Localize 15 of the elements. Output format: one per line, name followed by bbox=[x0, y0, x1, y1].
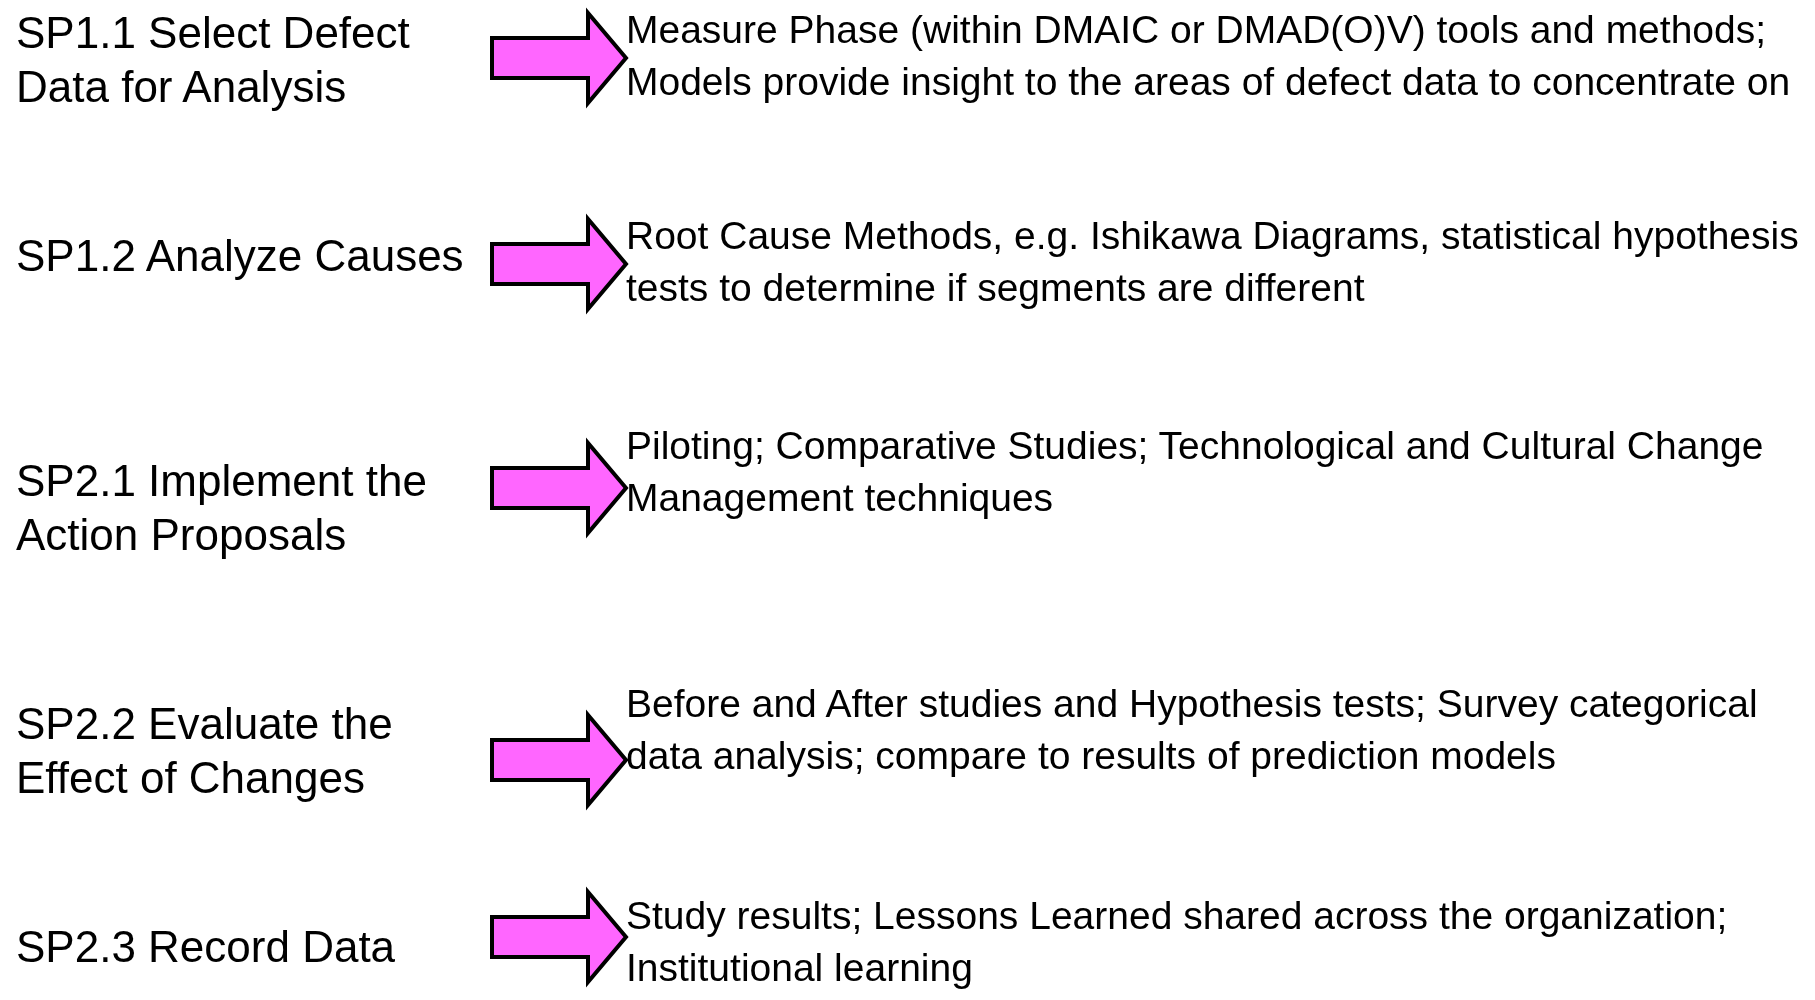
block-arrow bbox=[490, 709, 629, 811]
method-description: Piloting; Comparative Studies; Technological and Cultural Change Management techniques bbox=[626, 420, 1811, 524]
method-description: Root Cause Methods, e.g. Ishikawa Diagrams, statistical hypothesis tests to determine if segments are different bbox=[626, 210, 1811, 314]
method-description: Measure Phase (within DMAIC or DMAD(O)V) tools and methods; Models provide insight to the areas of defect data to concentrate on bbox=[626, 4, 1811, 108]
method-description: Before and After studies and Hypothesis tests; Survey categorical data analysis; compare to results of prediction models bbox=[626, 678, 1811, 782]
step-label: SP2.1 Implement the Action Proposals bbox=[16, 454, 492, 562]
block-arrow bbox=[490, 213, 629, 315]
method-description: Study results; Lessons Learned shared across the organization; Institutional learning bbox=[626, 890, 1811, 994]
step-label: SP1.2 Analyze Causes bbox=[16, 229, 492, 283]
block-arrow bbox=[490, 7, 629, 109]
step-label: SP2.2 Evaluate the Effect of Changes bbox=[16, 697, 492, 805]
block-arrow bbox=[490, 437, 629, 539]
block-arrow bbox=[490, 886, 629, 988]
step-label: SP1.1 Select Defect Data for Analysis bbox=[16, 6, 492, 114]
step-label: SP2.3 Record Data bbox=[16, 920, 492, 974]
